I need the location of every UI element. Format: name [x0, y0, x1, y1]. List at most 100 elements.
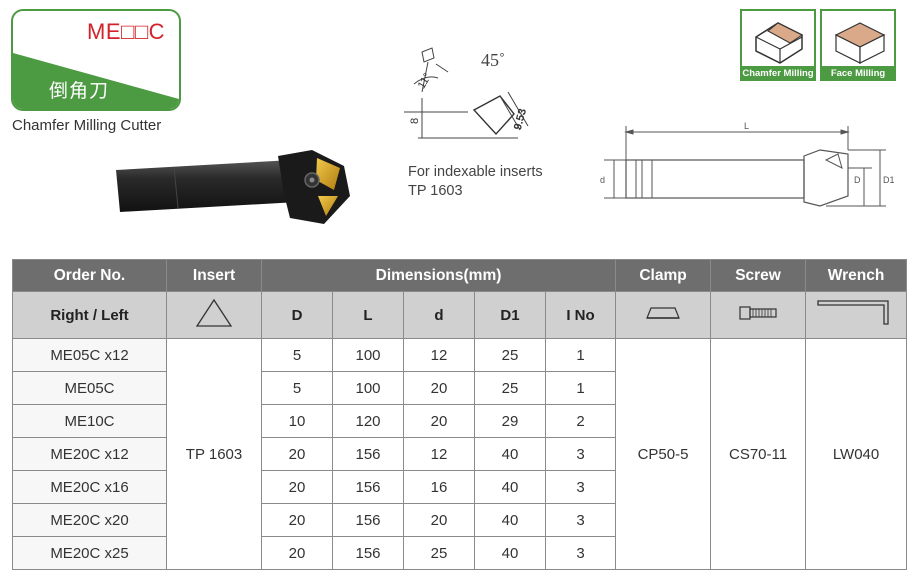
triangle-insert-icon: [195, 298, 233, 327]
cell-screw: CS70-11: [710, 338, 807, 570]
specification-table: Order No. Insert Dimensions(mm) Clamp Sc…: [12, 259, 908, 570]
cell-D: 20: [261, 536, 333, 570]
chamfer-milling-label: Chamfer Milling: [740, 66, 816, 81]
subheader-wrench-shape: [805, 291, 908, 339]
clamp-icon: [646, 307, 680, 319]
cell-insert: TP 1603: [166, 338, 262, 570]
cell-order-no: ME05C: [12, 371, 167, 405]
cell-I-No: 3: [544, 470, 617, 504]
cell-D1: 29: [474, 404, 546, 438]
cell-D: 5: [261, 338, 333, 372]
product-subtitle: Chamfer Milling Cutter: [12, 117, 162, 134]
hex-wrench-icon: [817, 300, 889, 325]
cell-D1: 40: [474, 503, 546, 537]
cell-d: 25: [403, 536, 475, 570]
cell-I-No: 1: [544, 338, 617, 372]
insert-note-line1: For indexable inserts: [408, 164, 543, 180]
cell-d: 20: [403, 371, 475, 405]
header-wrench: Wrench: [805, 259, 908, 292]
subheader-insert-shape: [166, 291, 262, 339]
angle-label: 45˚: [481, 50, 505, 70]
cell-wrench: LW040: [805, 338, 908, 570]
table-subheader-row: Right / Left D L d D1 I No: [12, 291, 908, 339]
cell-order-no: ME20C x12: [12, 437, 167, 471]
cell-d: 20: [403, 404, 475, 438]
chamfer-milling-box: Chamfer Milling: [740, 9, 816, 81]
dim-953-label: 9.53: [512, 107, 529, 131]
chamfer-milling-icon: [755, 22, 803, 64]
cell-D1: 40: [474, 470, 546, 504]
cell-D1: 25: [474, 371, 546, 405]
cell-L: 120: [332, 404, 404, 438]
subheader-L: L: [332, 291, 404, 339]
cell-D: 10: [261, 404, 333, 438]
dim-d-label: d: [600, 175, 605, 185]
cell-order-no: ME05C x12: [12, 338, 167, 372]
face-milling-icon: [834, 22, 886, 64]
tool-photo: [116, 150, 350, 224]
dim-L-label: L: [744, 121, 749, 131]
badge-chinese-name: 倒角刀: [49, 80, 110, 102]
cell-D: 20: [261, 470, 333, 504]
cell-L: 156: [332, 503, 404, 537]
subheader-screw-shape: [710, 291, 807, 339]
screw-icon: [739, 306, 777, 320]
dim-D-label: D: [854, 175, 861, 185]
insert-geometry-diagram: 11° 8 9.53: [404, 47, 529, 139]
header-insert: Insert: [166, 259, 262, 292]
cell-D1: 25: [474, 338, 546, 372]
subheader-right-left: Right / Left: [12, 291, 167, 339]
cell-d: 12: [403, 437, 475, 471]
header-dimensions: Dimensions(mm): [260, 259, 617, 292]
cell-L: 156: [332, 536, 404, 570]
subheader-clamp-shape: [615, 291, 712, 339]
cell-I-No: 3: [544, 437, 617, 471]
cell-L: 156: [332, 470, 404, 504]
cell-I-No: 1: [544, 371, 617, 405]
cell-d: 16: [403, 470, 475, 504]
cell-L: 156: [332, 437, 404, 471]
subheader-d: d: [403, 291, 475, 339]
cell-I-No: 3: [544, 503, 617, 537]
cell-order-no: ME20C x20: [12, 503, 167, 537]
cell-D1: 40: [474, 536, 546, 570]
subheader-I-No: I No: [544, 291, 617, 339]
cell-I-No: 2: [544, 404, 617, 438]
face-milling-label: Face Milling: [820, 66, 896, 81]
cell-D: 20: [261, 503, 333, 537]
cell-order-no: ME20C x16: [12, 470, 167, 504]
cell-D: 5: [261, 371, 333, 405]
header-order-no: Order No.: [12, 259, 167, 292]
insert-note: For indexable inserts TP 1603: [408, 163, 543, 201]
badge-green-wedge: [13, 53, 179, 109]
dim-D1-label: D1: [883, 175, 895, 185]
dim-11-label: 11°: [416, 71, 434, 91]
dim-8-label: 8: [409, 118, 421, 124]
cell-L: 100: [332, 371, 404, 405]
badge-code: ME□□C: [87, 19, 165, 44]
header-clamp: Clamp: [615, 259, 712, 292]
cell-order-no: ME20C x25: [12, 536, 167, 570]
cell-D1: 40: [474, 437, 546, 471]
cell-L: 100: [332, 338, 404, 372]
cell-order-no: ME10C: [12, 404, 167, 438]
cell-I-No: 3: [544, 536, 617, 570]
cell-clamp: CP50-5: [615, 338, 712, 570]
cell-d: 12: [403, 338, 475, 372]
insert-note-line2: TP 1603: [408, 183, 463, 199]
subheader-D1: D1: [474, 291, 546, 339]
face-milling-box: Face Milling: [820, 9, 896, 81]
cell-d: 20: [403, 503, 475, 537]
cell-D: 20: [261, 437, 333, 471]
header-screw: Screw: [710, 259, 807, 292]
product-badge: ME□□C 倒角刀: [11, 9, 181, 111]
table-header-row: Order No. Insert Dimensions(mm) Clamp Sc…: [12, 259, 908, 292]
